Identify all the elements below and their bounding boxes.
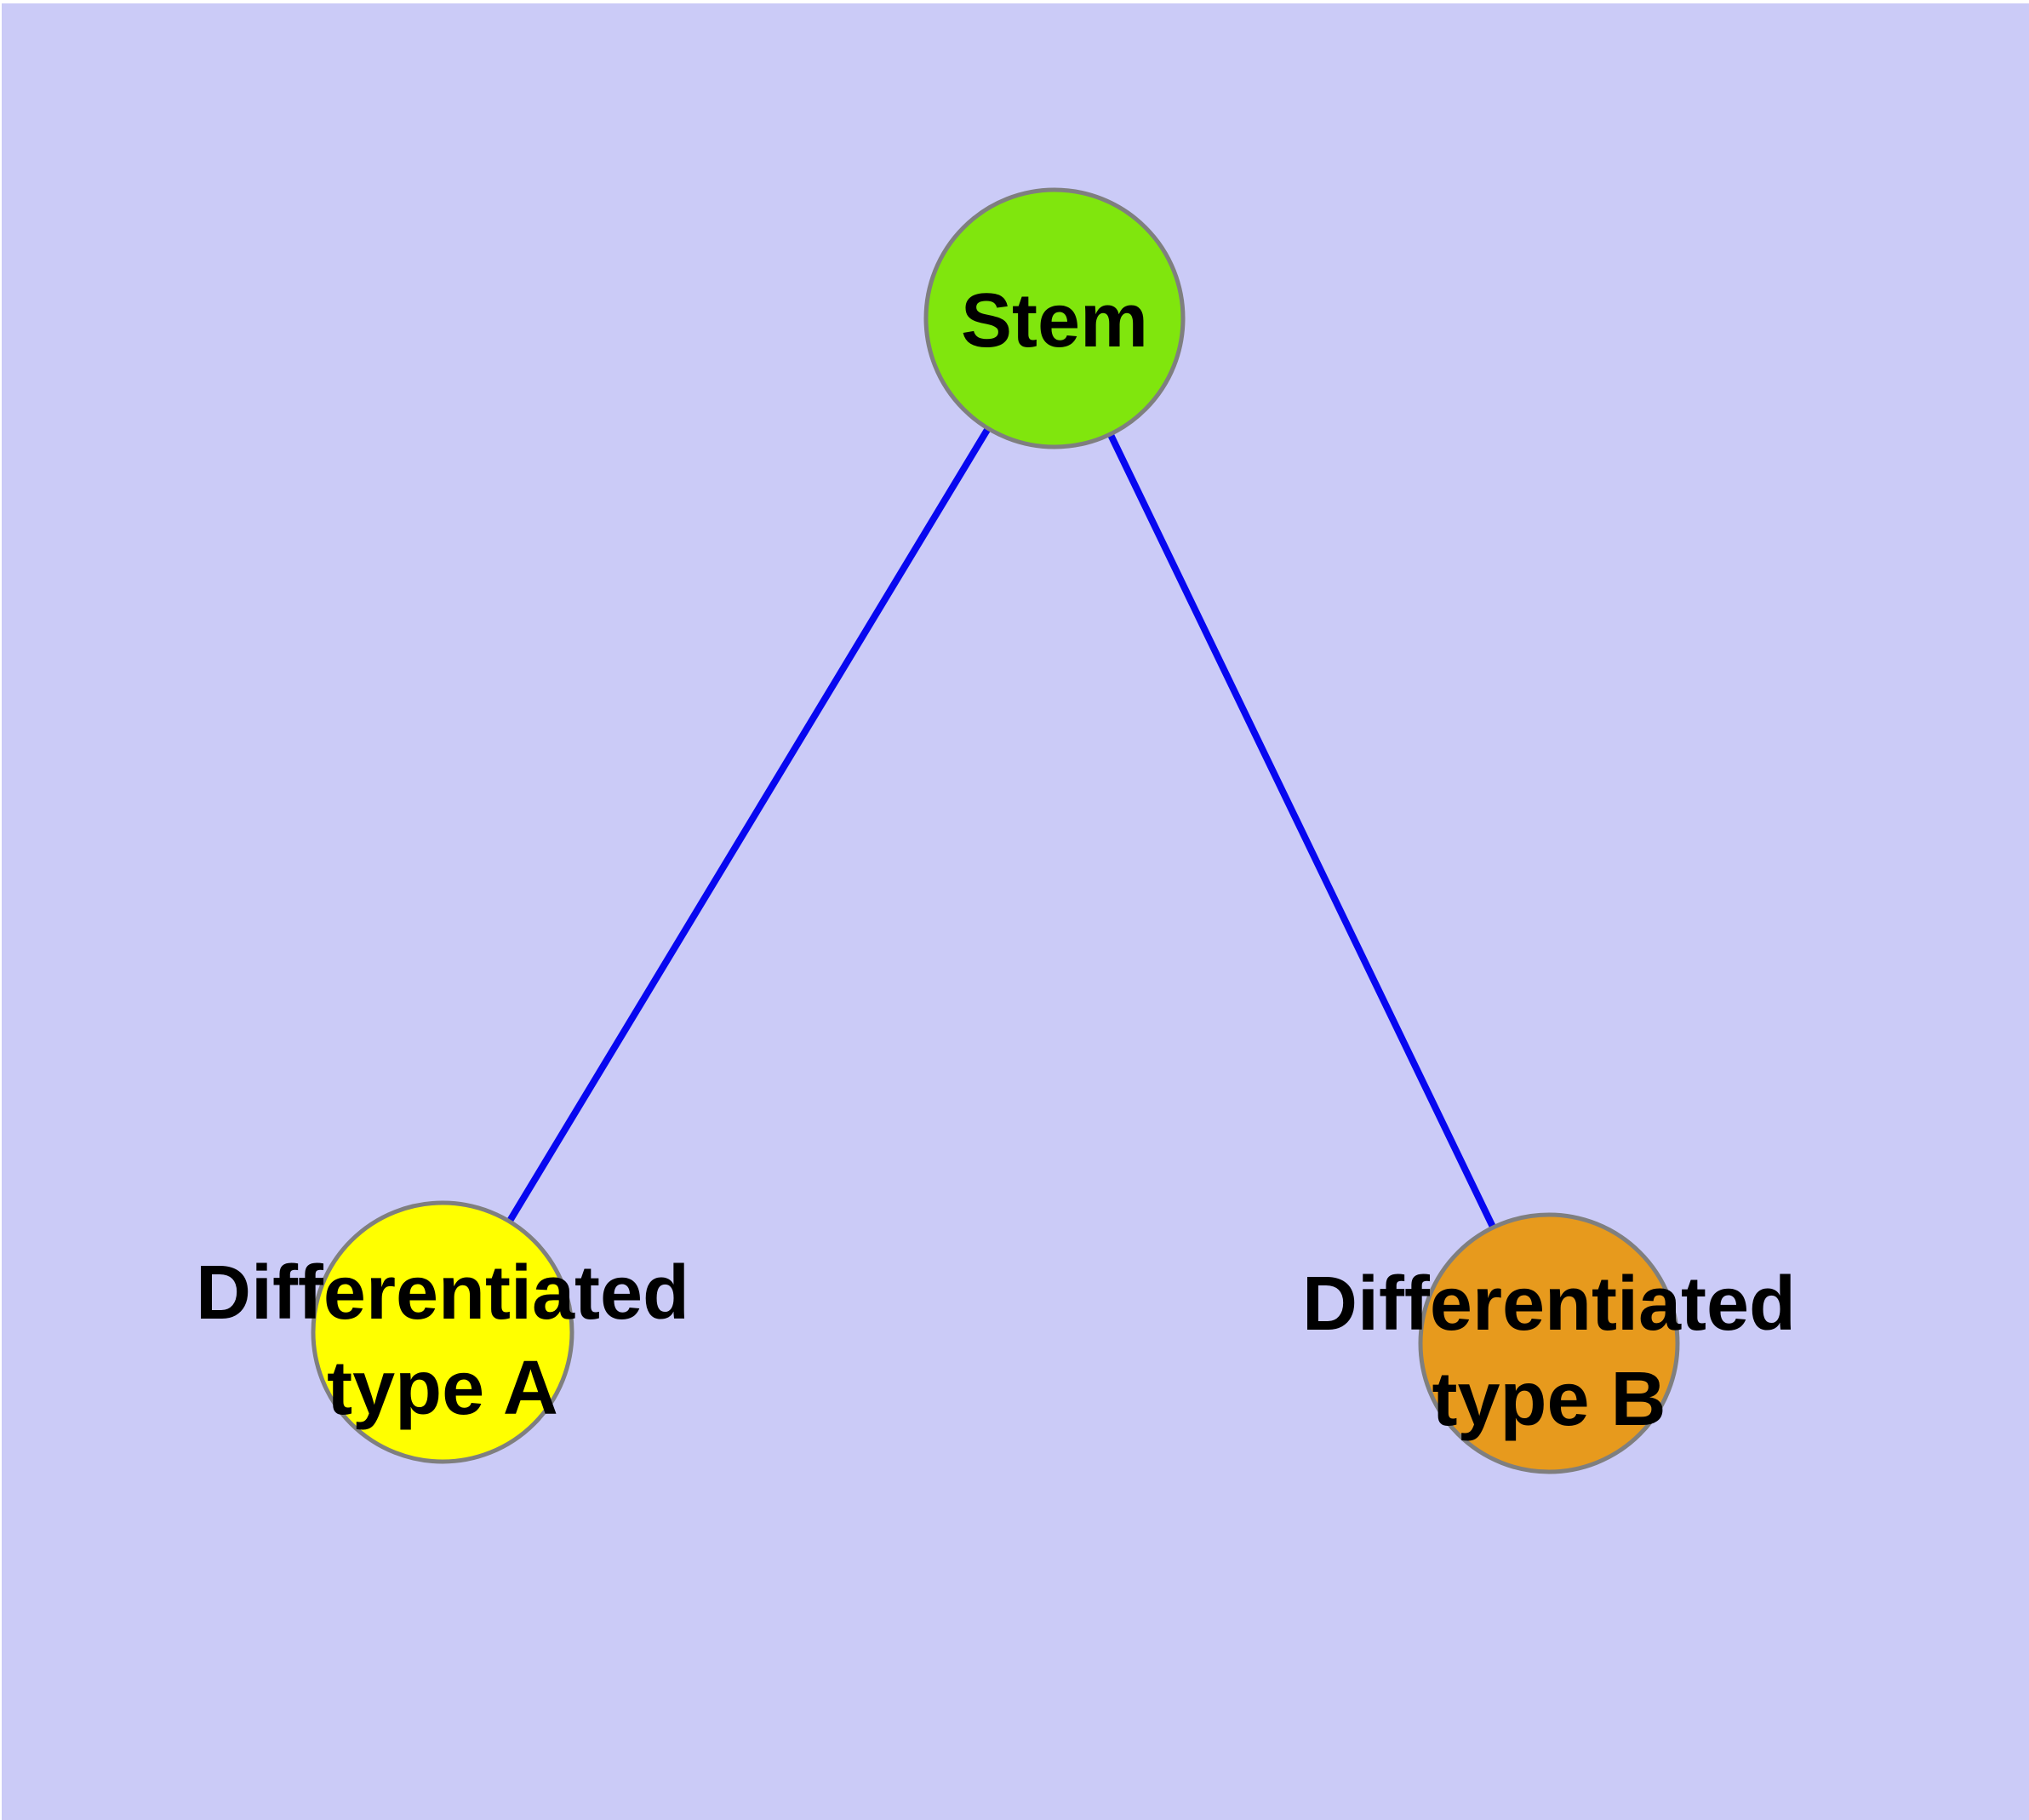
node-stem-label: Stem — [961, 278, 1148, 363]
node-type-a-label-line2: type A — [327, 1346, 558, 1431]
node-type-b-label-line2: type B — [1432, 1357, 1666, 1442]
node-type-b-label-line1: Differentiated — [1302, 1262, 1796, 1347]
node-type-a-label-line1: Differentiated — [196, 1251, 689, 1336]
edge-stem-to-type-a — [439, 316, 1058, 1335]
node-differentiated-type-b — [1418, 1212, 1680, 1474]
edge-stem-to-type-b — [1051, 317, 1552, 1345]
node-differentiated-type-a — [311, 1200, 574, 1464]
node-stem — [923, 187, 1186, 449]
